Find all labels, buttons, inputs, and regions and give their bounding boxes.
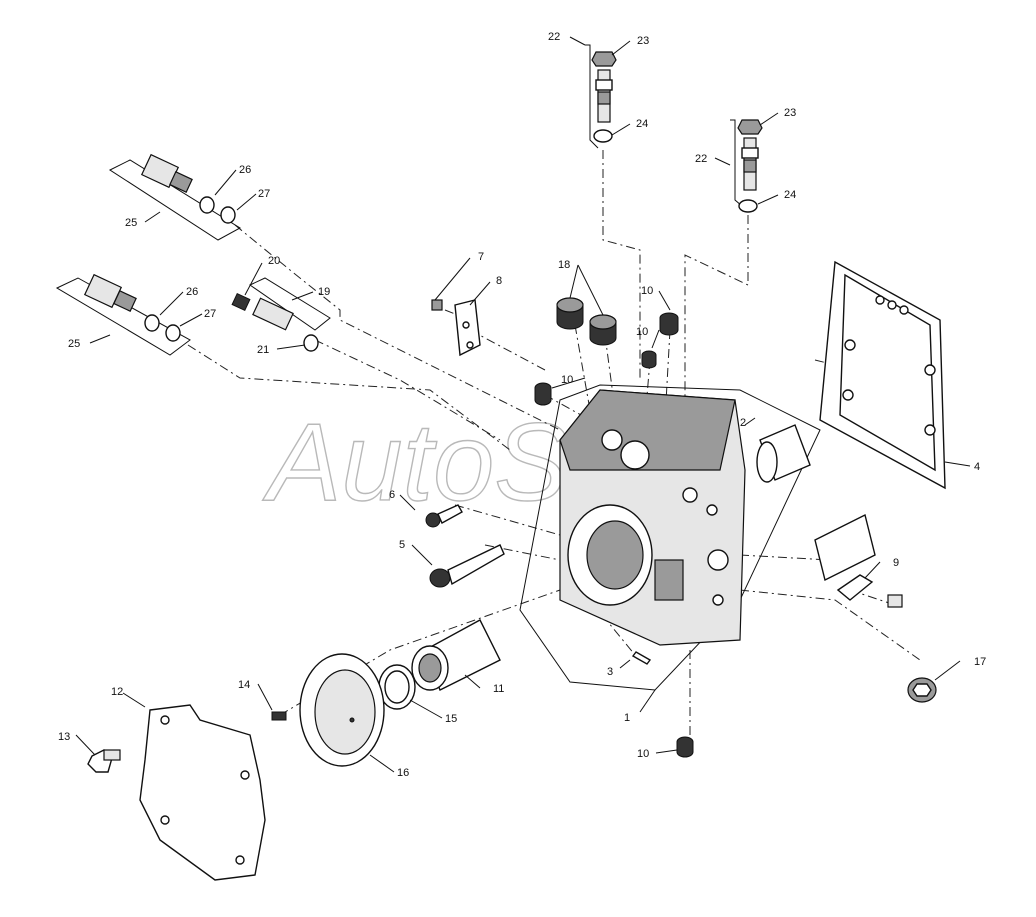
callout-24a: 24 [636,118,648,130]
callout-19: 19 [318,286,330,298]
callout-3: 3 [607,666,613,678]
callout-7: 7 [478,251,484,263]
callout-25b: 25 [68,338,80,350]
callout-22b: 22 [695,153,707,165]
callout-26b: 26 [186,286,198,298]
part-2-sleeve [756,424,811,483]
callout-8: 8 [496,275,502,287]
callout-11: 11 [493,683,504,695]
callout-10a: 10 [561,374,573,386]
callout-10c: 10 [636,326,648,338]
part-25-lower [55,273,191,356]
callout-27a: 27 [258,188,270,200]
callout-20: 20 [268,255,280,267]
callout-16: 16 [397,767,409,779]
callout-12: 12 [111,686,123,698]
callout-15: 15 [445,713,457,725]
part-15-ring [378,664,416,710]
callout-23a: 23 [637,35,649,47]
part-3-pin [631,651,652,665]
callout-6: 6 [389,489,395,501]
part-22-valve-lower [730,119,763,213]
callout-10b: 10 [641,285,653,297]
callout-labels: 1 2 3 4 5 6 7 8 9 10 10 10 10 11 12 13 1… [58,31,986,779]
callout-23b: 23 [784,107,796,119]
part-8-bracket [431,299,481,357]
part-1-housing [519,384,821,691]
callout-4: 4 [974,461,980,473]
part-17-plug [907,677,937,703]
callout-26a: 26 [239,164,251,176]
part-18-plugs [556,297,617,346]
part-12-plate [139,704,266,881]
leader-lines [75,36,971,773]
part-16-flange [271,653,385,767]
part-22-valve-upper [585,44,617,149]
part-13-bolt [87,749,121,773]
part-4-gasket [819,260,946,490]
callout-2: 2 [740,417,746,429]
callout-25a: 25 [125,217,137,229]
part-19-relief-valve [231,277,331,352]
part-10-plugs [534,312,694,758]
callout-27b: 27 [204,308,216,320]
part-5-bolt [429,544,505,588]
callout-13: 13 [58,731,70,743]
callout-18: 18 [558,259,570,271]
callout-17: 17 [974,656,986,668]
callout-1: 1 [624,712,630,724]
part-25-upper [108,153,241,241]
callout-9: 9 [893,557,899,569]
callout-14: 14 [238,679,250,691]
callout-5: 5 [399,539,405,551]
part-11-sleeve [411,619,501,691]
part-9-cover [814,513,903,608]
callout-21: 21 [257,344,269,356]
callout-22a: 22 [548,31,560,43]
callout-24b: 24 [784,189,796,201]
part-6-bolt [425,504,463,528]
callout-10d: 10 [637,748,649,760]
